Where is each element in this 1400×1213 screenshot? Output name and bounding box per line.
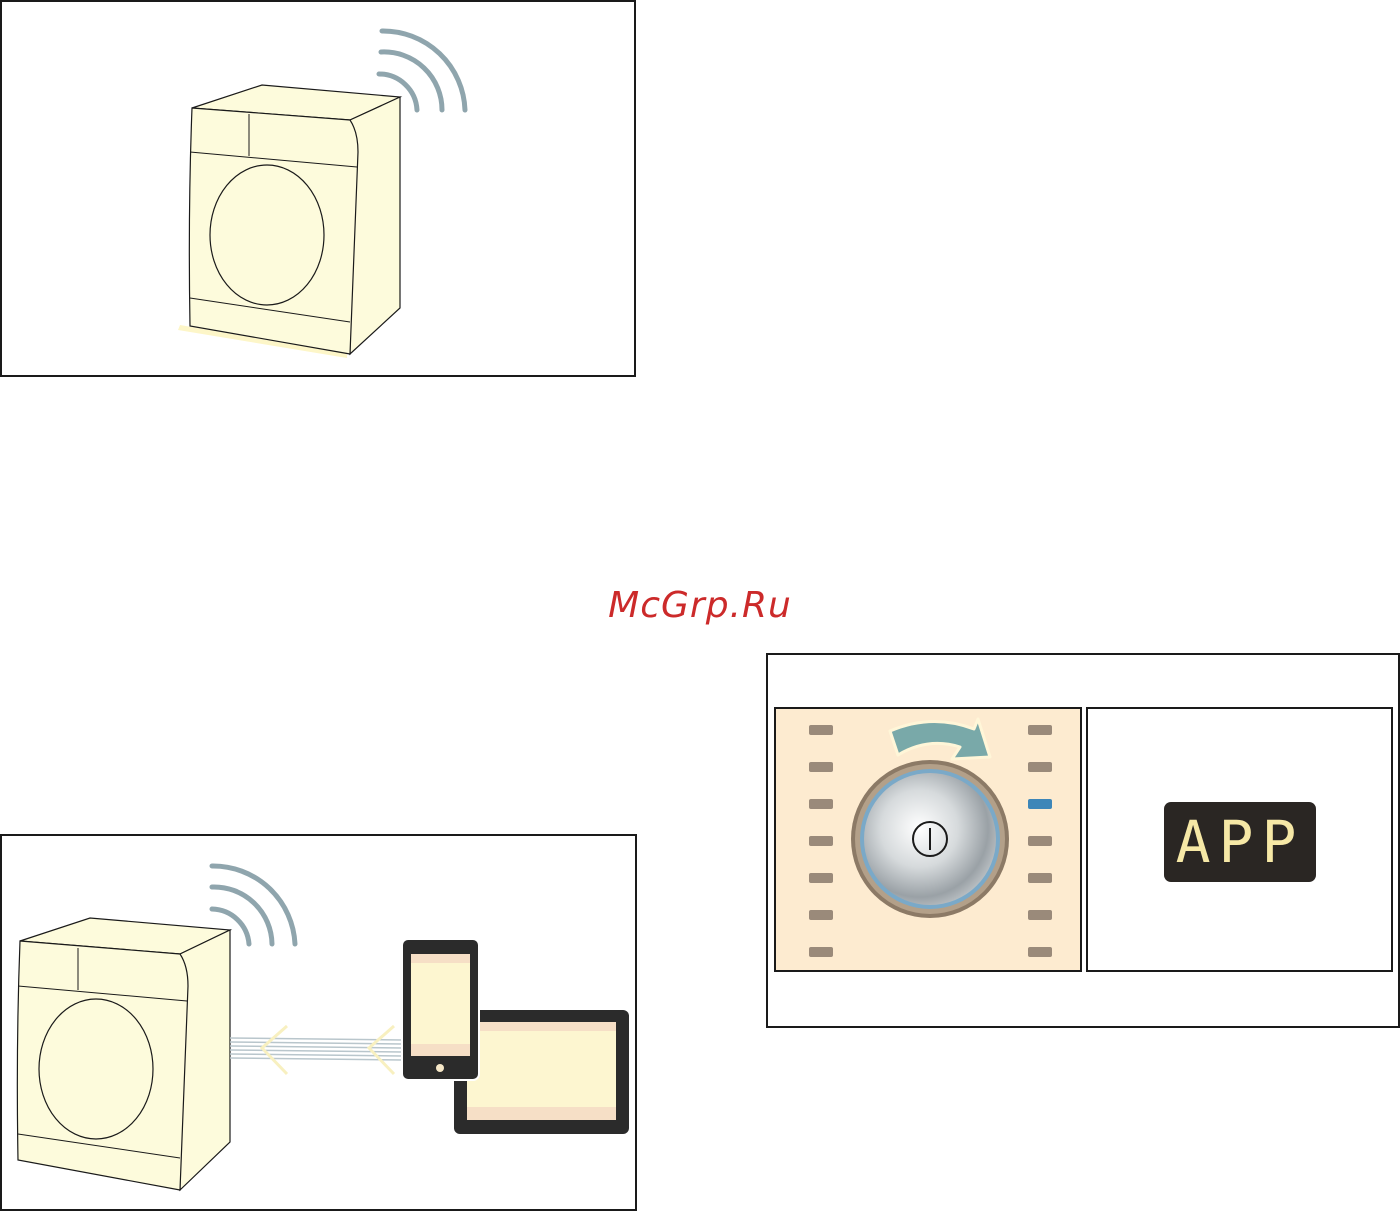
watermark-text: McGrp.Ru	[0, 585, 1400, 626]
display-text: APP	[1164, 802, 1316, 882]
control-panel-figure: APP	[766, 653, 1400, 1028]
illustration-appliance-wifi	[0, 0, 636, 377]
display-panel: APP	[1086, 707, 1393, 972]
illustration-appliance-devices	[0, 834, 637, 1211]
power-symbol-icon	[776, 709, 1084, 974]
wifi-icon	[2, 2, 638, 379]
smartphone-icon	[2, 836, 639, 1213]
lcd-display: APP	[1164, 802, 1316, 882]
program-dial-panel	[774, 707, 1082, 972]
